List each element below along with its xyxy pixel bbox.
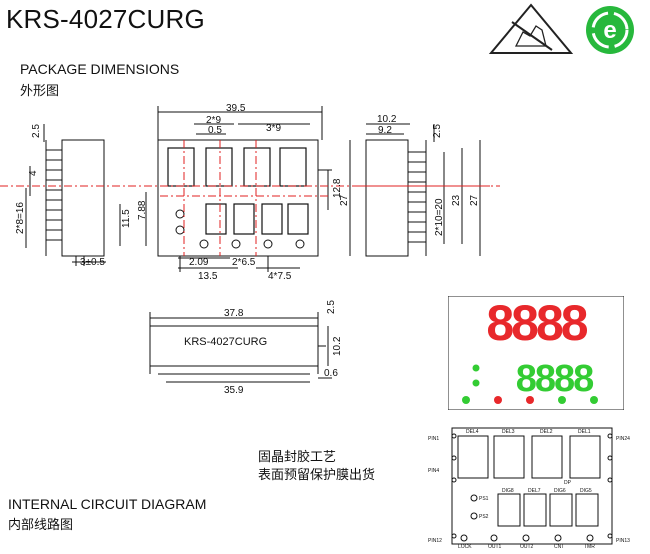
package-dimensions-heading: PACKAGE DIMENSIONS [20,61,180,77]
bottom-pin-out2: OUT2 [520,544,534,550]
dim-27-front: 27 [339,194,350,206]
package-dimensions-heading-zh: 外形图 [20,84,60,99]
dim-4x7-5: 4*7.5 [268,271,292,282]
dim-2-09: 2.09 [189,257,209,268]
dim-9-2: 9.2 [378,125,392,136]
bottom-pin-cnt: CNT [554,544,564,550]
bottom-label-2: DEL7 [528,488,541,494]
preview-bottom-digits: 8888 [516,358,593,400]
pin24-label: PIN24 [616,436,630,442]
dim-3x9: 3*9 [266,123,281,134]
dim-27-side: 27 [469,194,480,206]
dim-2x6-5: 2*6.5 [232,257,256,268]
dim-10-2: 10.2 [377,114,397,125]
top-label-1: DEL4 [466,429,479,435]
dim-3-0-5: 3±0.5 [80,257,105,268]
dim-2x9: 2*9 [206,115,221,126]
package-dimensions-drawing: 2.5 4 2*8=16 3±0.5 39.5 2*9 0.5 3*9 11.5… [0,103,500,282]
dim-23: 23 [451,194,462,206]
process-note-2: 表面预留保护膜出货 [258,468,376,483]
bottom-label-3: DIG6 [554,488,566,494]
page-title: KRS-4027CURG [6,4,205,34]
internal-circuit-diagram: PIN1 PIN4 PIN12 PIN13 PIN24 DEL4 DEL3 DE… [428,427,630,550]
dim-10-2-bottom: 10.2 [332,336,343,356]
internal-circuit-heading-zh: 内部线路图 [8,518,74,533]
bottom-pin-lock: LOCK [458,544,472,550]
dim-2x8-16: 2*8=16 [15,202,26,234]
dim-39-5: 39.5 [226,103,246,114]
display-preview: 8888 8888 [448,296,624,410]
dim-0-6: 0.6 [324,368,338,379]
dim-13-5: 13.5 [198,271,218,282]
bottom-label-4: DIG5 [580,488,592,494]
esd-warning-icon [488,3,574,54]
green-e-recycle-icon: e [586,6,634,54]
dp-label: DP [564,480,572,486]
bottom-label-1: DIG8 [502,488,514,494]
dim-11-5: 11.5 [121,209,132,228]
pin1-label: PIN1 [428,436,439,442]
pin4-label: PIN4 [428,468,439,474]
dim-4: 4 [28,170,39,176]
top-label-2: DEL3 [502,429,515,435]
pin12-label: PIN12 [428,538,442,544]
dim-0-5: 0.5 [208,125,222,136]
process-note-1: 固晶封胶工艺 [258,450,337,465]
dim-35-9: 35.9 [224,385,244,396]
top-label-3: DEL2 [540,429,553,435]
svg-text:e: e [603,17,616,44]
bottom-part-label: KRS-4027CURG [184,336,267,348]
internal-circuit-heading: INTERNAL CIRCUIT DIAGRAM [8,496,207,512]
dim-2-5-left: 2.5 [31,124,42,138]
preview-top-digits: 8888 [486,296,587,351]
side-view-right-body [365,139,409,257]
side-view-left-body [61,139,105,257]
bottom-pin-tmr: TMR [584,544,595,550]
dim-7-88: 7.88 [137,200,148,220]
pin13-label: PIN13 [616,538,630,544]
ps1-label: PS1 [479,496,489,502]
front-view-body [157,139,319,257]
dim-2x10-20: 2*10=20 [434,198,445,236]
dim-37-8: 37.8 [224,308,244,319]
top-label-4: DEL1 [578,429,591,435]
ps2-label: PS2 [479,514,489,520]
bottom-view-drawing: 37.8 KRS-4027CURG 2.5 10.2 0.6 35.9 [149,300,343,396]
dim-2-5-bottom: 2.5 [326,300,337,314]
dim-2-5-right: 2.5 [432,124,443,138]
dim-12-8: 12.8 [332,178,343,198]
bottom-pin-out1: OUT1 [488,544,502,550]
